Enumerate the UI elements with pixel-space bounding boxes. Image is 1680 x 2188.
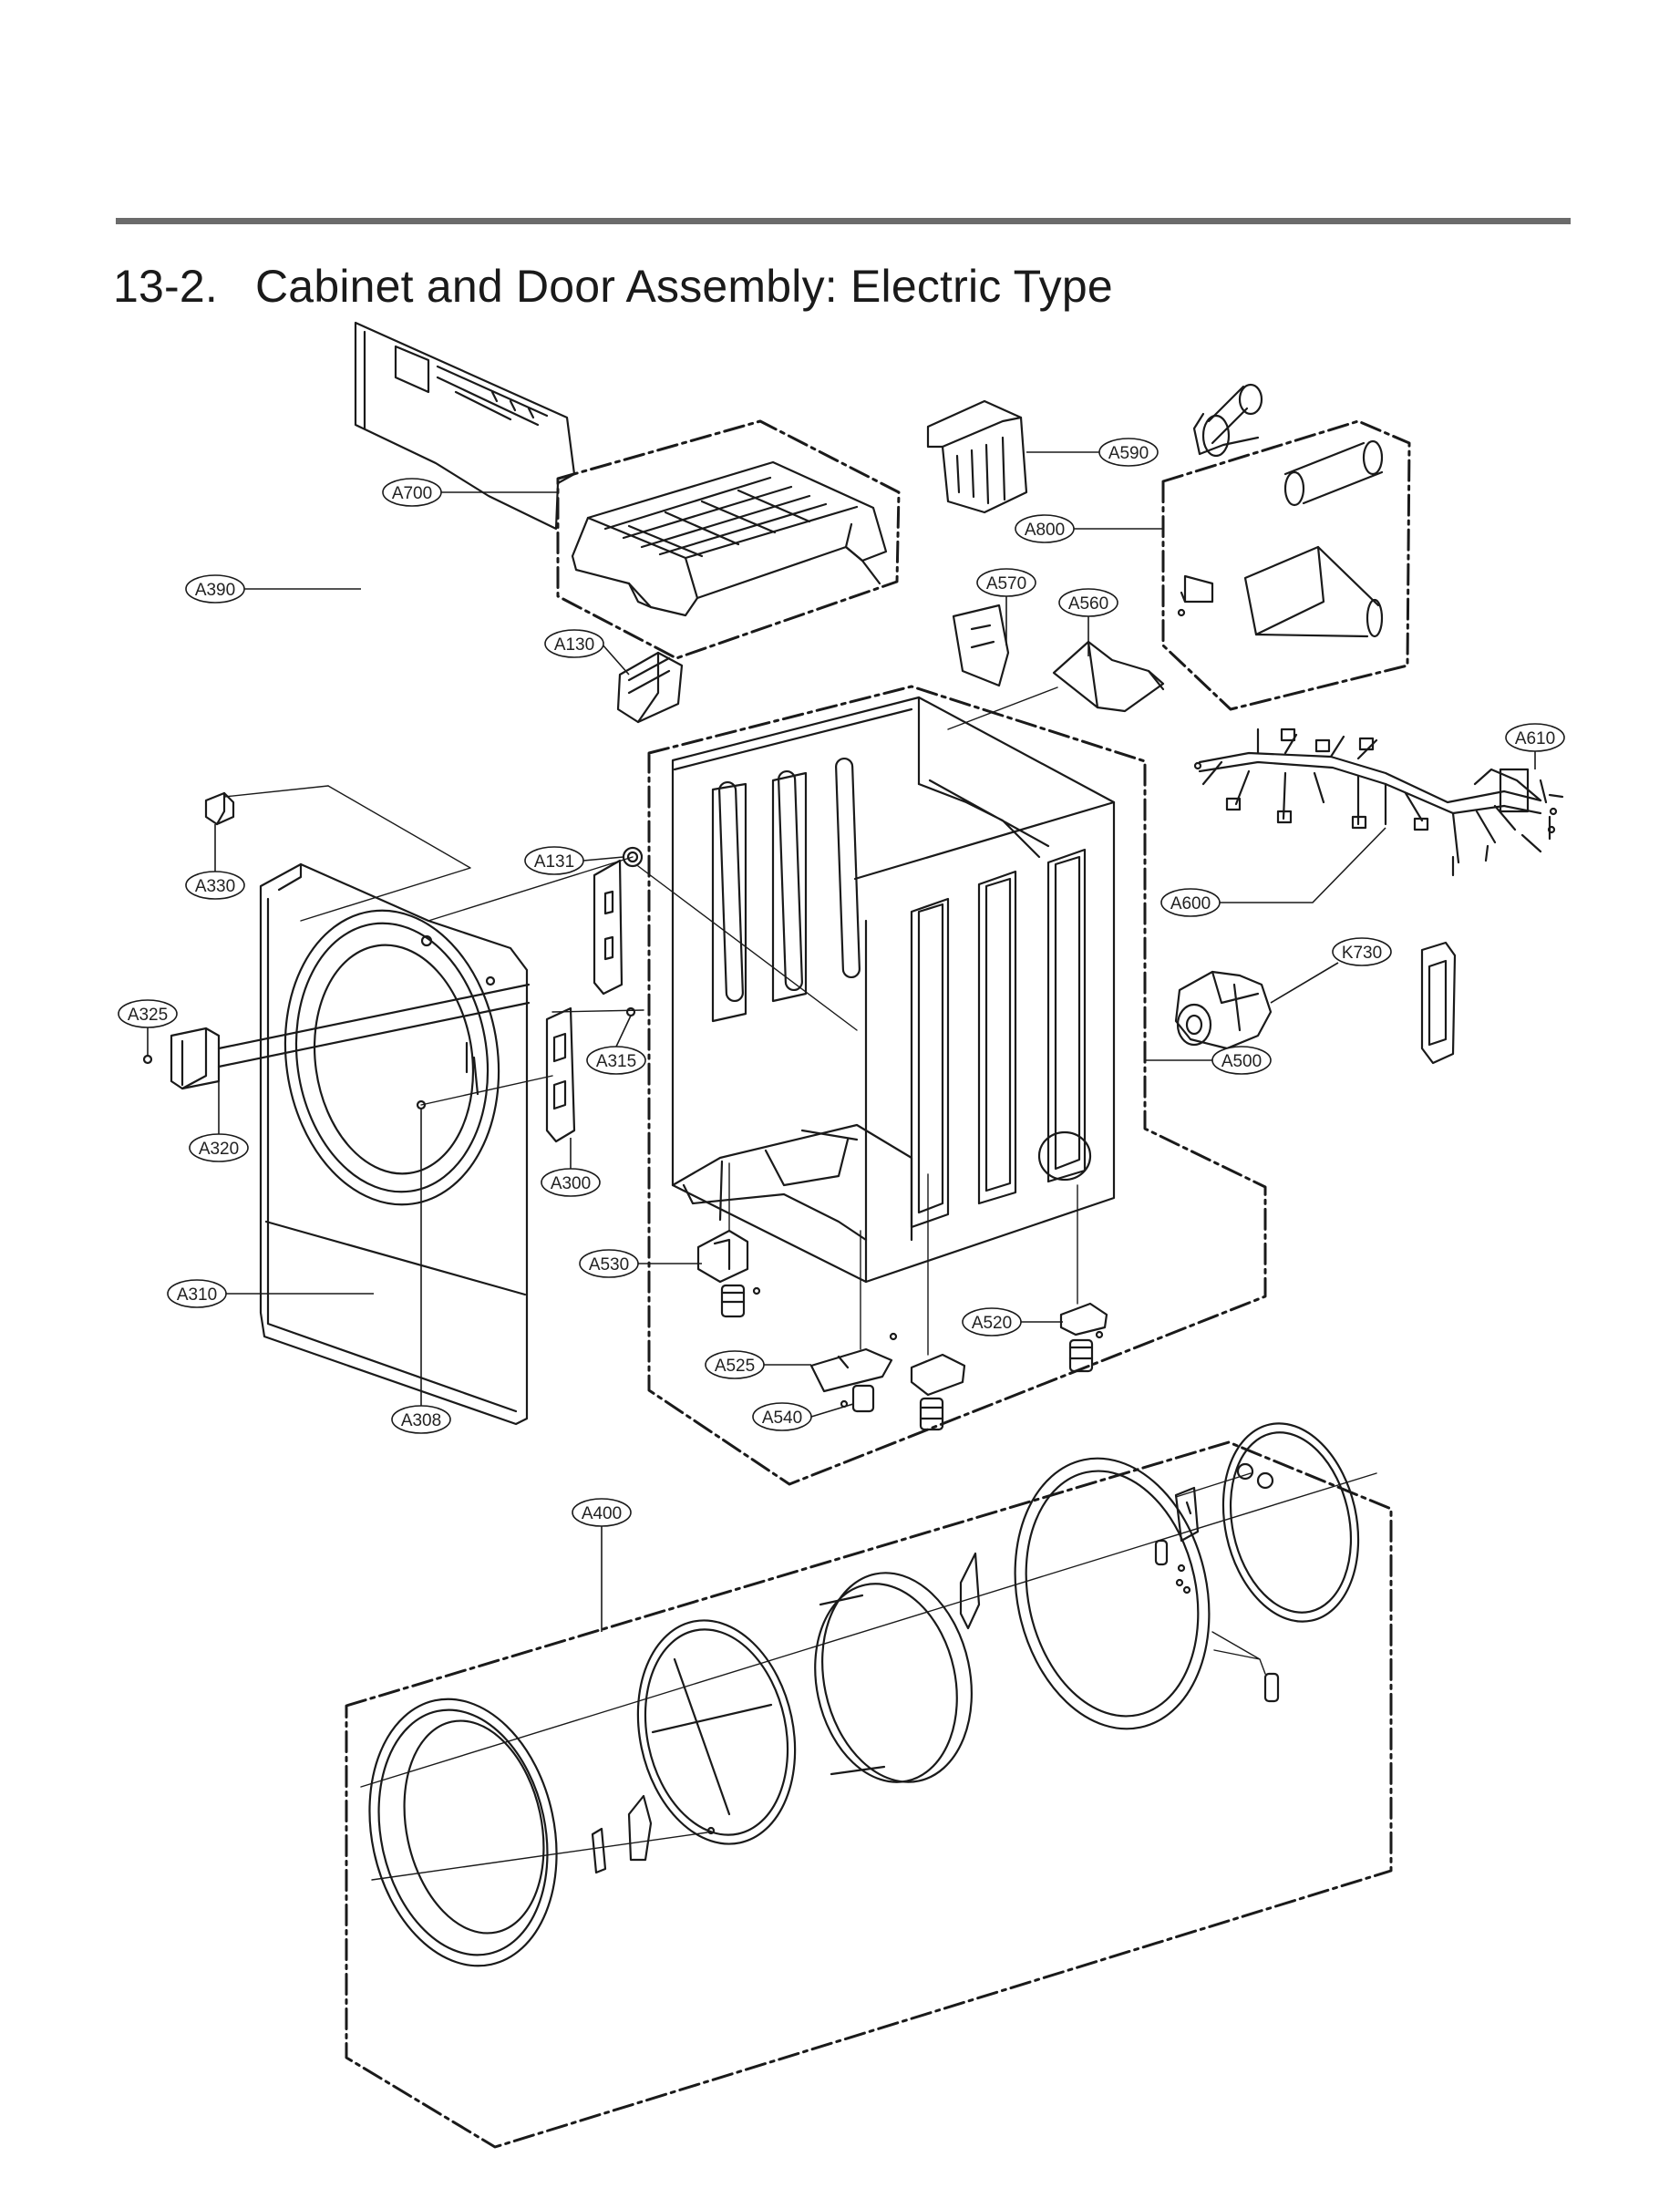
callout-a315: A315 [586,1015,646,1075]
leveling-legs-and-brackets [696,1229,1108,1431]
svg-text:A330: A330 [195,877,235,896]
callout-a525: A525 [705,1350,811,1379]
cabinet-group-outline [647,685,1267,1486]
svg-text:A300: A300 [551,1174,591,1193]
page-title: 13-2. Cabinet and Door Assembly: Electric… [113,260,1113,313]
svg-text:A560: A560 [1068,594,1108,614]
callout-a520: A520 [962,1307,1063,1337]
svg-text:A540: A540 [762,1409,802,1428]
callout-a330: A330 [185,824,245,900]
side-cover-part [1420,941,1457,1065]
svg-text:A325: A325 [128,1006,168,1025]
callout-a320: A320 [189,1076,249,1162]
door-assembly-part [368,1422,1360,1967]
svg-text:A131: A131 [534,852,574,872]
exhaust-duct-part [1177,383,1384,638]
svg-text:A500: A500 [1221,1052,1262,1071]
vent-cover-part [926,399,1028,514]
header-rule [116,218,1571,224]
callout-a130: A130 [544,629,630,676]
svg-text:A590: A590 [1108,444,1149,463]
svg-text:A308: A308 [401,1411,441,1430]
svg-text:K730: K730 [1342,944,1382,963]
svg-text:A600: A600 [1170,894,1211,913]
callout-a310: A310 [167,1279,374,1308]
hinge-bracket-a300-part [545,1006,576,1143]
section-number: 13-2. [113,261,218,312]
callout-a570: A570 [976,568,1036,645]
svg-text:A610: A610 [1515,729,1555,748]
wire-harness-part [1193,728,1564,877]
section-title: Cabinet and Door Assembly: Electric Type [255,261,1113,312]
svg-text:A520: A520 [972,1314,1012,1333]
callout-a590: A590 [1026,438,1159,467]
svg-text:A320: A320 [199,1140,239,1159]
callout-a530: A530 [579,1249,702,1278]
duct-group-outline [1161,419,1411,711]
motor-part [1174,970,1273,1050]
callout-a600: A600 [1160,827,1386,917]
callout-a308: A308 [391,1109,451,1434]
svg-text:A310: A310 [177,1285,217,1305]
callout-k730: K730 [1270,937,1392,1004]
top-cover-group-outline [556,419,901,660]
callout-a400: A400 [572,1498,632,1632]
guide-lines [223,686,1377,1881]
callout-a500: A500 [1145,1046,1272,1075]
bracket-a570-part [952,604,1010,687]
callout-a325: A325 [118,999,178,1056]
svg-text:A525: A525 [715,1357,755,1376]
door-switch-part [204,791,235,826]
callout-a390: A390 [185,574,361,604]
hinge-a131-part [593,846,644,996]
svg-text:A700: A700 [392,484,432,503]
door-group-outline [345,1440,1393,2149]
duct-a560-part [1052,640,1165,713]
front-panel-part [259,862,529,1426]
callout-a800: A800 [1015,514,1163,543]
callout-a610: A610 [1505,723,1565,769]
svg-text:A390: A390 [195,581,235,600]
cabinet-part [671,696,1116,1284]
lint-filter-part [616,651,684,724]
svg-text:A800: A800 [1025,521,1065,540]
svg-text:A530: A530 [589,1255,629,1275]
callout-a540: A540 [752,1402,854,1431]
callout-a300: A300 [541,1138,601,1197]
top-cover-part [571,460,888,617]
callout-a700: A700 [382,478,558,507]
svg-text:A400: A400 [582,1504,622,1523]
door-latch-part [142,983,531,1090]
callout-a560: A560 [1058,588,1118,656]
svg-text:A130: A130 [554,635,594,655]
screws [416,1006,1104,1409]
svg-text:A570: A570 [986,574,1026,593]
control-panel-bracket-part [354,321,576,531]
svg-text:A315: A315 [596,1052,636,1071]
callout-a131: A131 [524,846,624,875]
